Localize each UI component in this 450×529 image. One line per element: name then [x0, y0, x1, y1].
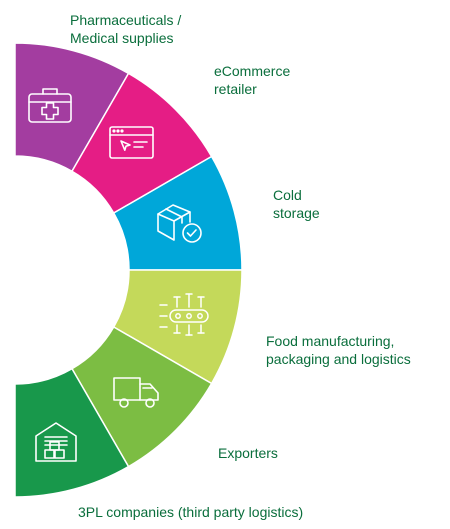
package-check-icon	[157, 204, 202, 243]
label-3pl-companies-line1: 3PL companies (third party logistics)	[78, 504, 304, 520]
ring-icons	[28, 88, 209, 462]
browser-window-icon	[109, 126, 154, 159]
label-cold-storage-line2: storage	[273, 205, 320, 221]
label-cold-storage: Cold storage	[273, 186, 320, 222]
label-food-manufacturing-line2: packaging and logistics	[266, 351, 411, 367]
truck-icon	[113, 377, 159, 408]
label-food-manufacturing-line1: Food manufacturing,	[266, 333, 395, 349]
label-pharmaceuticals-line1: Pharmaceuticals /	[70, 12, 182, 28]
label-food-manufacturing: Food manufacturing, packaging and logist…	[266, 332, 411, 368]
label-exporters: Exporters	[218, 444, 278, 462]
label-pharmaceuticals-line2: Medical supplies	[70, 30, 174, 46]
warehouse-icon	[35, 422, 77, 462]
label-ecommerce: eCommerce retailer	[214, 62, 290, 98]
label-3pl-companies: 3PL companies (third party logistics)	[78, 503, 303, 521]
label-cold-storage-line1: Cold	[273, 187, 302, 203]
conveyor-icon	[159, 293, 209, 336]
label-ecommerce-line1: eCommerce	[214, 63, 291, 79]
medical-kit-icon	[28, 88, 72, 123]
ring-segments	[14, 42, 243, 498]
label-ecommerce-line2: retailer	[214, 81, 257, 97]
label-exporters-line1: Exporters	[218, 445, 278, 461]
label-pharmaceuticals: Pharmaceuticals / Medical supplies	[70, 11, 181, 47]
